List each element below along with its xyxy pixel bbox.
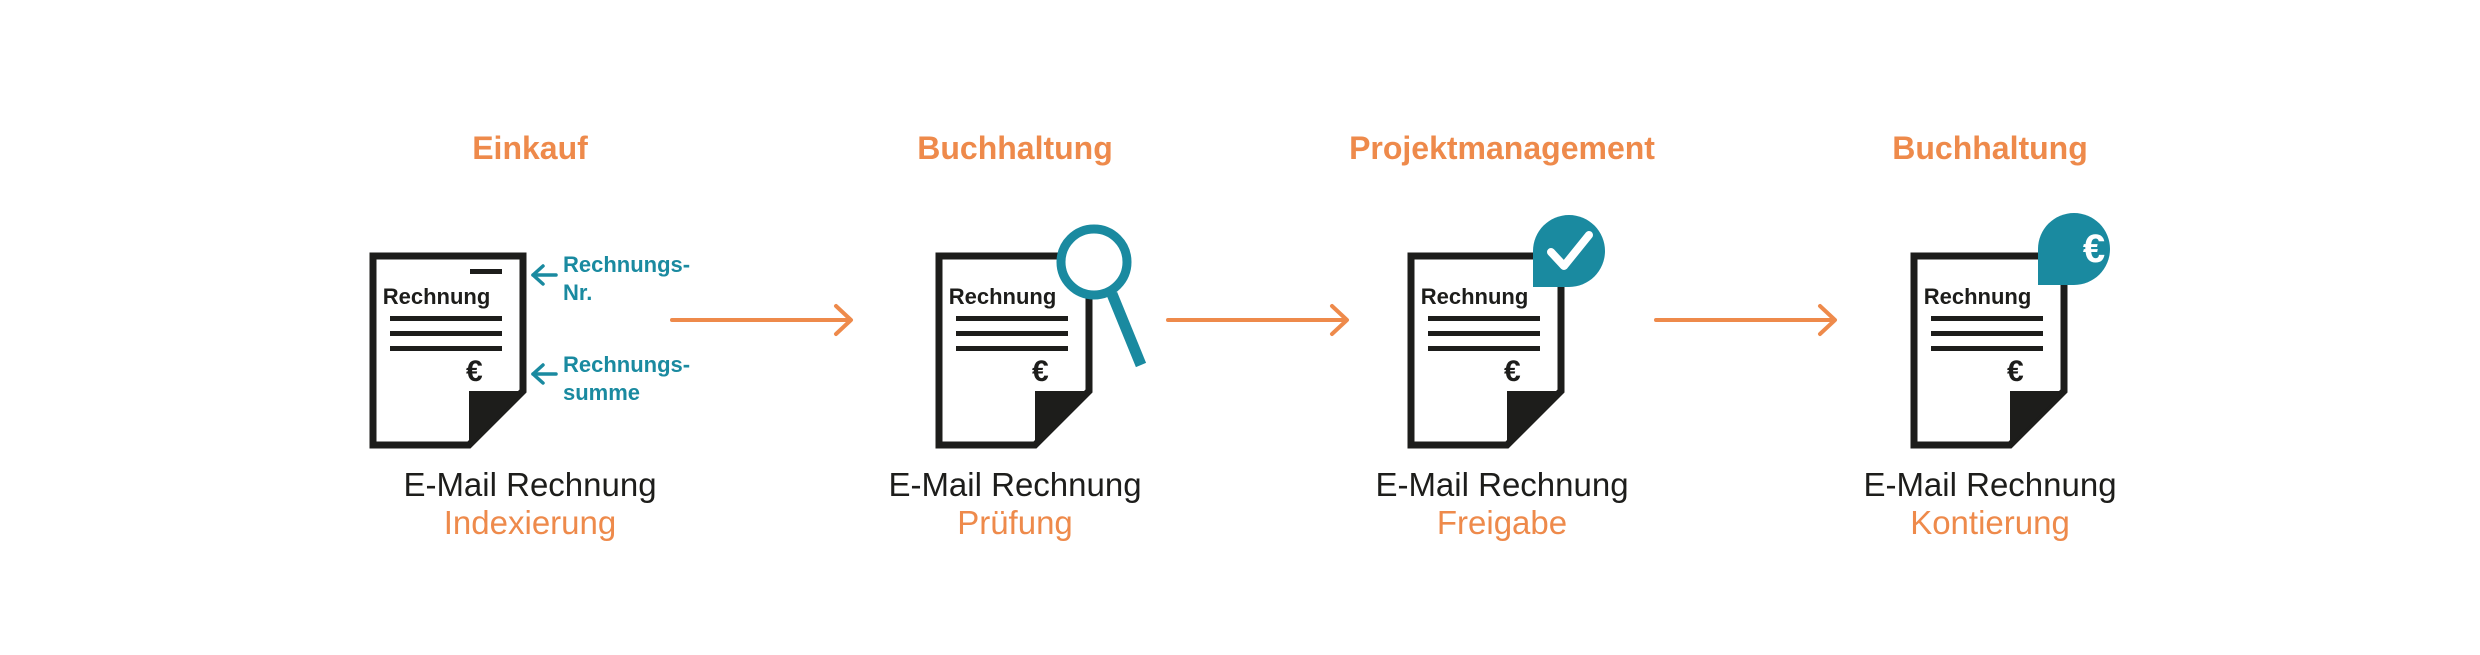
annotation-line: summe bbox=[563, 380, 641, 405]
document-title: Rechnung bbox=[1923, 284, 2032, 309]
annotation-invoice-total: Rechnungs- summe bbox=[563, 351, 690, 407]
annotation-invoice-number: Rechnungs- Nr. bbox=[563, 251, 690, 307]
caption-title: E-Mail Rechnung bbox=[888, 466, 1142, 503]
document-icon bbox=[1407, 252, 1565, 449]
caption-title: E-Mail Rechnung bbox=[1863, 466, 2117, 503]
department-label-einkauf: Einkauf bbox=[472, 130, 588, 166]
euro-icon: € bbox=[1504, 355, 1521, 388]
step-caption-pruefung: E-Mail Rechnung Prüfung bbox=[735, 466, 1295, 542]
invoice-document: Rechnung € bbox=[370, 253, 530, 449]
caption-title: E-Mail Rechnung bbox=[1375, 466, 1629, 503]
caption-step: Prüfung bbox=[957, 504, 1073, 541]
euro-icon: € bbox=[1032, 355, 1049, 388]
euro-icon: € bbox=[466, 355, 483, 388]
department-label-buchhaltung: Buchhaltung bbox=[917, 130, 1113, 166]
annotation-line: Nr. bbox=[563, 280, 593, 305]
euro-icon: € bbox=[2007, 355, 2024, 388]
annotation-arrow-invoice-number bbox=[531, 264, 558, 286]
caption-title: E-Mail Rechnung bbox=[403, 466, 657, 503]
document-title: Rechnung bbox=[1420, 284, 1529, 309]
document-title: Rechnung bbox=[382, 284, 491, 309]
department-label-projektmanagement: Projektmanagement bbox=[1349, 130, 1655, 166]
caption-step: Freigabe bbox=[1436, 504, 1568, 541]
document-icon bbox=[369, 252, 527, 449]
invoice-document: Rechnung € bbox=[1408, 253, 1568, 449]
document-icon bbox=[935, 252, 1093, 449]
flow-arrow-3 bbox=[1654, 304, 1837, 336]
annotation-arrow-invoice-total bbox=[531, 363, 558, 385]
invoice-document: Rechnung € bbox=[936, 253, 1096, 449]
euro-badge-symbol: € bbox=[2082, 227, 2106, 271]
document-title: Rechnung bbox=[948, 284, 1057, 309]
flow-arrow-1 bbox=[670, 304, 853, 336]
step-caption-indexierung: E-Mail Rechnung Indexierung bbox=[250, 466, 810, 542]
checkmark-badge-icon bbox=[1533, 215, 1605, 287]
annotation-line: Rechnungs- bbox=[563, 352, 691, 377]
caption-step: Kontierung bbox=[1910, 504, 2070, 541]
magnifier-icon bbox=[1056, 224, 1147, 368]
step-caption-kontierung: E-Mail Rechnung Kontierung bbox=[1710, 466, 2270, 542]
invoice-document: Rechnung € bbox=[1911, 253, 2071, 449]
annotation-line: Rechnungs- bbox=[563, 252, 691, 277]
flow-arrow-2 bbox=[1166, 304, 1349, 336]
euro-badge-icon bbox=[2038, 213, 2110, 285]
department-label-buchhaltung-2: Buchhaltung bbox=[1892, 130, 2088, 166]
caption-step: Indexierung bbox=[443, 504, 617, 541]
step-caption-freigabe: E-Mail Rechnung Freigabe bbox=[1222, 466, 1782, 542]
